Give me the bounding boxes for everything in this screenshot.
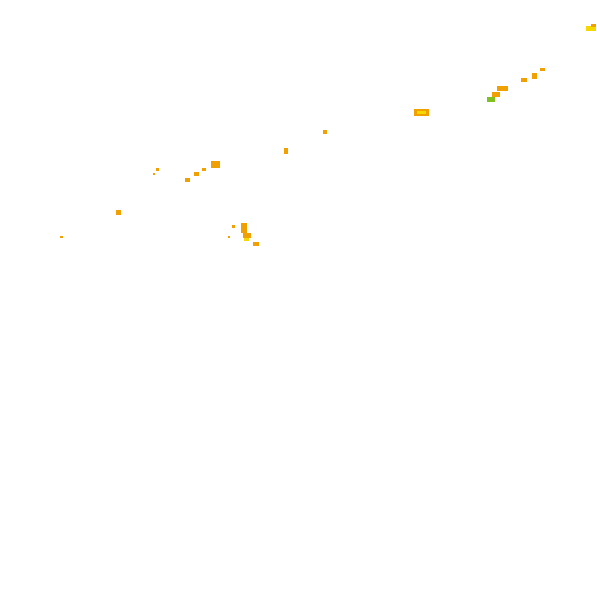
data-patch [211, 161, 220, 168]
data-patch [241, 223, 247, 233]
data-patch [194, 172, 199, 176]
data-patch [284, 148, 288, 154]
data-patch [185, 178, 190, 182]
data-patch [532, 73, 537, 79]
data-patch [156, 168, 159, 171]
data-patch [417, 111, 426, 114]
data-patch [228, 236, 230, 238]
feature-layer [60, 24, 596, 246]
data-patch [591, 24, 596, 27]
data-patch [253, 242, 259, 246]
data-patch [586, 26, 596, 31]
data-patch [540, 68, 545, 71]
data-patch [232, 225, 235, 228]
data-patch [487, 97, 495, 102]
data-patch [243, 233, 251, 238]
data-patch [153, 173, 155, 175]
data-patch [521, 78, 527, 82]
data-patch [244, 238, 249, 241]
data-patch [497, 86, 508, 91]
data-patch [202, 168, 206, 171]
data-patch [60, 236, 63, 238]
data-patch [323, 130, 327, 134]
data-patch [116, 210, 121, 215]
data-patch [492, 92, 500, 97]
